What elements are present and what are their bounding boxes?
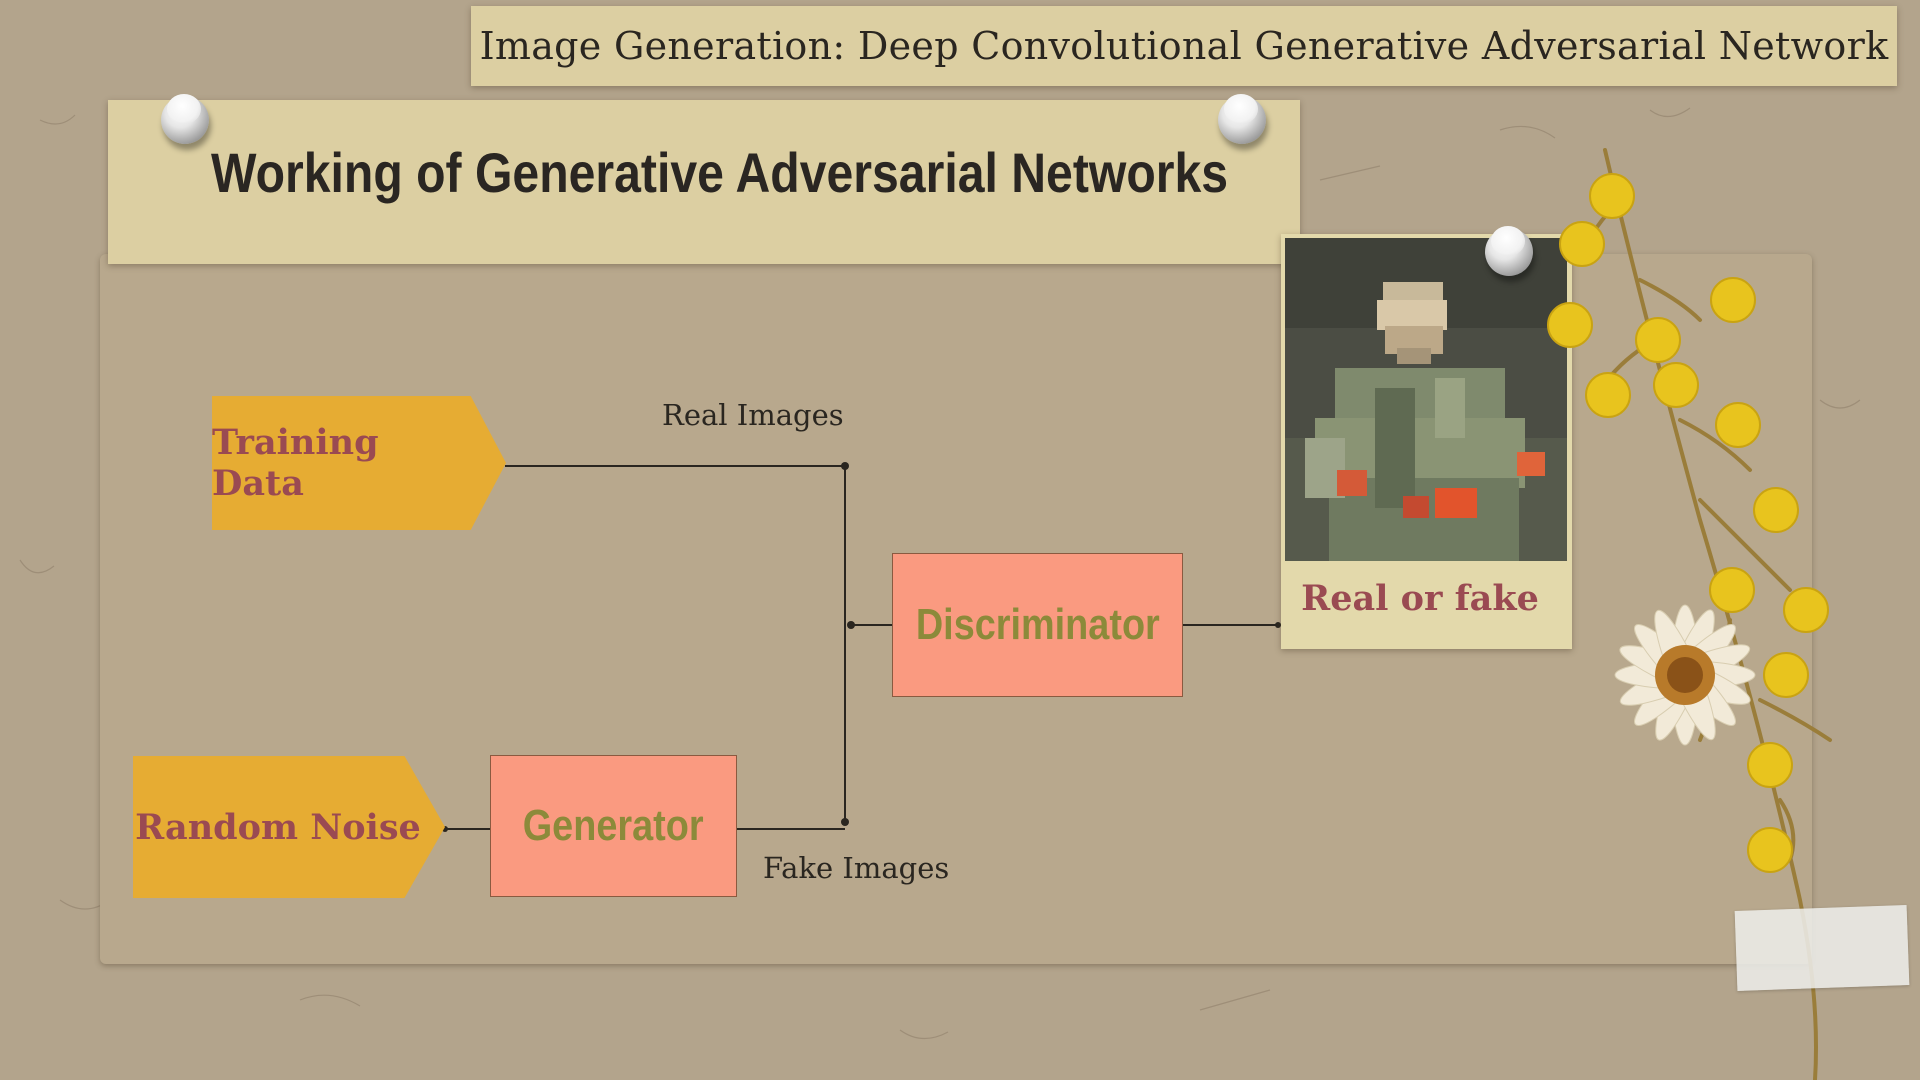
- training-data-node: Training Data: [212, 396, 506, 530]
- mimosa-blossom: [1635, 317, 1681, 363]
- tape-strip: [1734, 905, 1910, 991]
- mimosa-blossom: [1753, 487, 1799, 533]
- mimosa-blossom: [1747, 742, 1793, 788]
- discriminator-node: Discriminator: [892, 553, 1183, 697]
- real-images-label: Real Images: [662, 398, 844, 432]
- random-noise-node: Random Noise: [133, 756, 445, 898]
- junction-dot: [1275, 622, 1281, 628]
- output-caption: Real or fake: [1301, 578, 1539, 619]
- training-data-label: Training Data: [212, 422, 379, 504]
- top-banner: Image Generation: Deep Convolutional Gen…: [471, 6, 1897, 86]
- random-noise-label: Random Noise: [135, 806, 421, 848]
- fake-images-label: Fake Images: [763, 851, 950, 885]
- title-card: [108, 100, 1300, 264]
- pin-icon: [1485, 226, 1533, 276]
- pixelated-soldier-picture: [1285, 238, 1567, 561]
- mimosa-blossom: [1715, 402, 1761, 448]
- generator-node: Generator: [490, 755, 737, 897]
- mimosa-blossom: [1747, 827, 1793, 873]
- mimosa-blossom: [1709, 567, 1755, 613]
- pin-icon: [1218, 94, 1266, 144]
- junction-dot: [841, 818, 849, 826]
- mimosa-blossom: [1763, 652, 1809, 698]
- mimosa-blossom: [1547, 302, 1593, 348]
- banner-title: Image Generation: Deep Convolutional Gen…: [479, 24, 1889, 68]
- discriminator-label: Discriminator: [915, 600, 1160, 649]
- pin-icon: [161, 94, 209, 144]
- mimosa-blossom: [1653, 362, 1699, 408]
- junction-dot: [847, 621, 855, 629]
- mimosa-blossom: [1559, 221, 1605, 267]
- mimosa-blossom: [1585, 372, 1631, 418]
- slide-title: Working of Generative Adversarial Networ…: [211, 141, 1229, 204]
- junction-dot: [841, 462, 849, 470]
- mimosa-blossom: [1783, 587, 1829, 633]
- generator-label: Generator: [523, 801, 704, 850]
- mimosa-blossom: [1710, 277, 1756, 323]
- daisy-flower: [1614, 604, 1756, 746]
- generated-image: [1285, 238, 1567, 561]
- mimosa-blossom: [1589, 173, 1635, 219]
